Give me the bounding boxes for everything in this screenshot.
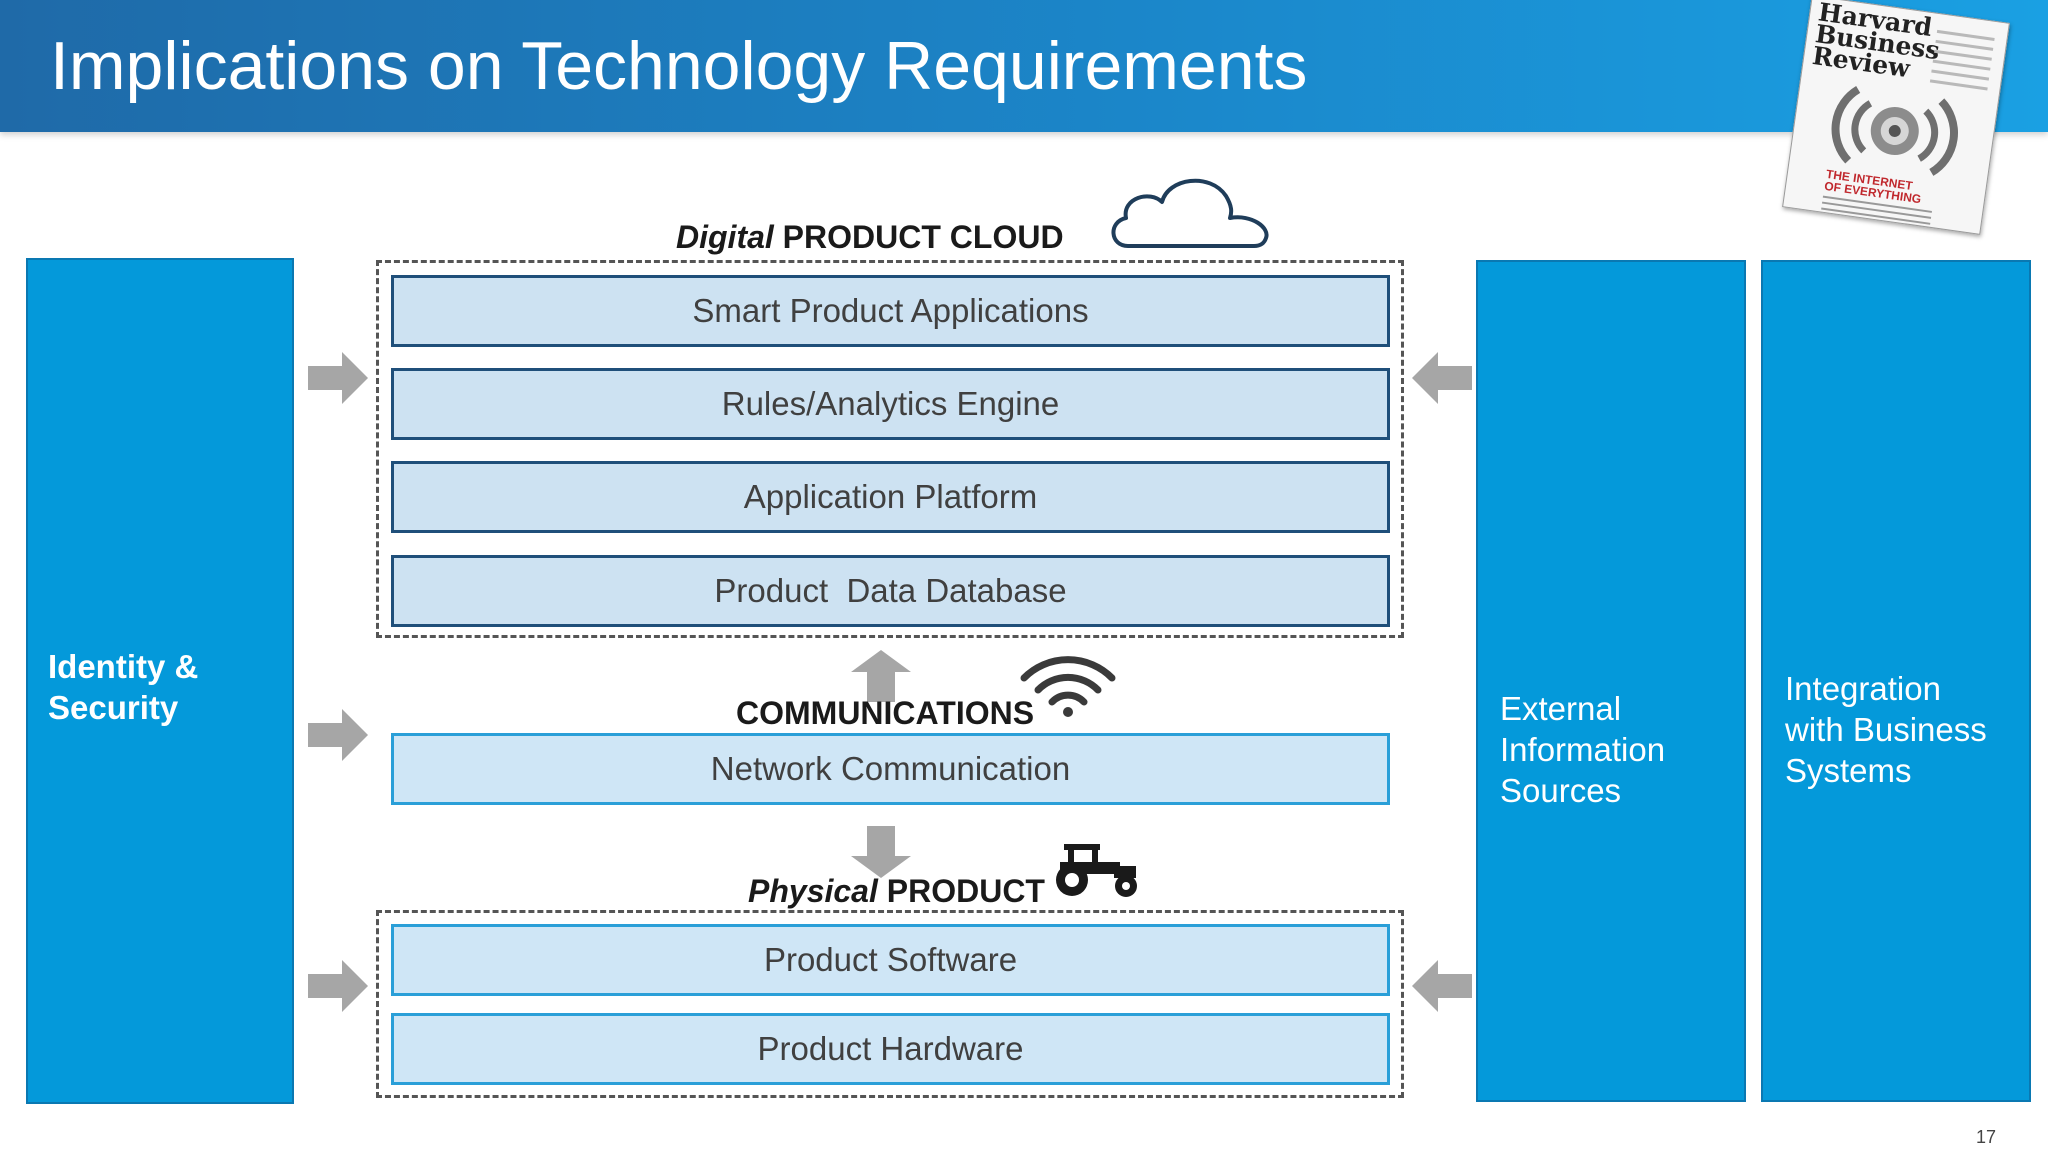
layer-product-data-database: Product Data Database: [391, 555, 1390, 627]
layer-rules-analytics-engine: Rules/Analytics Engine: [391, 368, 1390, 440]
title-bar: Implications on Technology Requirements: [0, 0, 2048, 132]
integration-business-systems-block: Integration with Business Systems: [1761, 260, 2031, 1102]
layer-smart-product-applications: Smart Product Applications: [391, 275, 1390, 347]
magazine-title: Harvard Business Review: [1810, 0, 1942, 84]
wifi-icon: [1020, 656, 1116, 717]
cloud-icon: [1111, 178, 1269, 248]
arrow-up-icon: [851, 650, 911, 702]
external-information-sources-block: External Information Sources: [1476, 260, 1746, 1102]
cloud-section-label: Digital PRODUCT CLOUD: [676, 219, 1064, 255]
communications-section-label: COMMUNICATIONS: [736, 695, 1035, 731]
arrow-right-icon: [308, 960, 368, 1012]
tractor-icon: [1056, 844, 1137, 897]
hbr-magazine-cover: Harvard Business Review THE INTERNET OF …: [1782, 0, 2010, 235]
physical-section-label: Physical PRODUCT: [748, 873, 1045, 909]
layer-product-software: Product Software: [391, 924, 1390, 996]
identity-security-label: Identity & Security: [48, 648, 199, 726]
page-number: 17: [1976, 1127, 1997, 1147]
arrow-left-icon: [1412, 960, 1472, 1012]
layer-application-platform: Application Platform: [391, 461, 1390, 533]
layer-network-communication: Network Communication: [391, 733, 1390, 805]
digital-product-cloud-frame: [376, 260, 1404, 638]
signal-rings-icon: [1831, 86, 1958, 176]
slide-title: Implications on Technology Requirements: [50, 28, 1308, 104]
identity-security-block: Identity & Security: [26, 258, 294, 1104]
external-information-sources-label: External Information Sources: [1500, 690, 1666, 809]
arrow-left-icon: [1412, 352, 1472, 404]
arrow-down-icon: [851, 826, 911, 878]
physical-product-frame: [376, 910, 1404, 1098]
arrow-right-icon: [308, 352, 368, 404]
layer-product-hardware: Product Hardware: [391, 1013, 1390, 1085]
arrow-right-icon: [308, 709, 368, 761]
integration-business-systems-label: Integration with Business Systems: [1785, 670, 1987, 789]
